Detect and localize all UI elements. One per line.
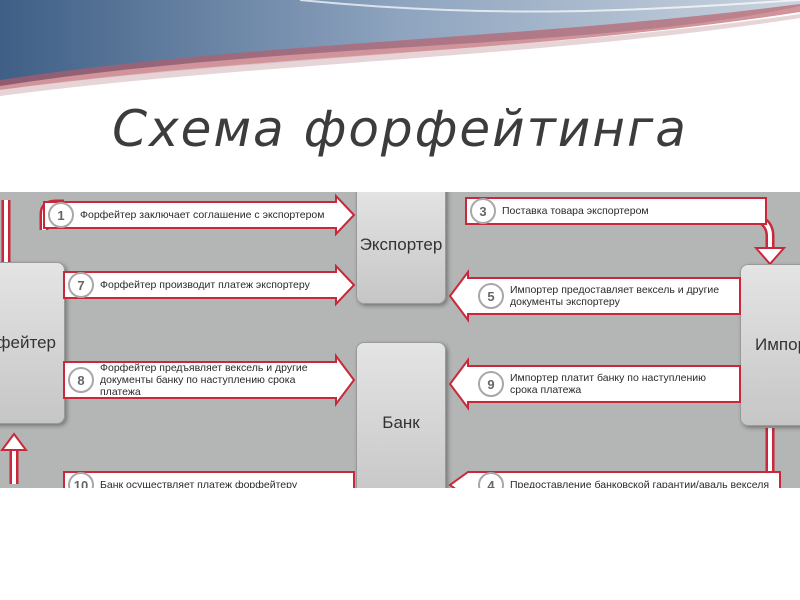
step-number: 5 [478, 283, 504, 309]
step-text: Поставка товара экспортером [502, 205, 649, 217]
page-title: Схема форфейтинга [112, 100, 688, 158]
step-4: 4 Предоставление банковской гарантии/ава… [448, 470, 781, 488]
decorative-swoosh [0, 0, 800, 96]
step-10: 10 Банк осуществляет платеж форфейтеру [63, 470, 364, 488]
party-importer: Импорт [740, 264, 800, 426]
step-1: 1 Форфейтер заключает соглашение с экспо… [43, 193, 356, 237]
step-text: Форфейтер производит платеж экспортеру [100, 279, 310, 291]
forfaiting-diagram: рфейтер Импорт Экспортер Банк 1 Форфейте… [0, 192, 800, 488]
step-number: 9 [478, 371, 504, 397]
party-bank: Банк [356, 342, 446, 488]
step-text: Импортер платит банку по наступлению сро… [510, 372, 706, 396]
party-forfaiter: рфейтер [0, 262, 65, 424]
step-3: 3 Поставка товара экспортером [465, 196, 767, 226]
step-text: Форфейтер заключает соглашение с экспорт… [80, 209, 325, 221]
step-8: 8 Форфейтер предъявляет вексель и другие… [63, 353, 364, 407]
step-number: 1 [48, 202, 74, 228]
step-text: Банк осуществляет платеж форфейтеру [100, 479, 298, 488]
step-number: 3 [470, 198, 496, 224]
step-number: 7 [68, 272, 94, 298]
step-7: 7 Форфейтер производит платеж экспортеру [63, 263, 364, 307]
step-text: Форфейтер предъявляет вексель и другие д… [100, 362, 308, 398]
step-number: 8 [68, 367, 94, 393]
arrowhead-3 [753, 247, 787, 266]
step-text: Импортер предоставляет вексель и другие … [510, 284, 720, 308]
step-number: 10 [68, 472, 94, 488]
party-exporter: Экспортер [356, 192, 446, 304]
arrowhead-10 [0, 432, 28, 451]
step-9: 9 Импортер платит банку по наступлению с… [448, 357, 750, 411]
step-number: 4 [478, 472, 504, 488]
step-text: Предоставление банковской гарантии/аваль… [510, 479, 770, 488]
step-5: 5 Импортер предоставляет вексель и други… [448, 269, 750, 323]
